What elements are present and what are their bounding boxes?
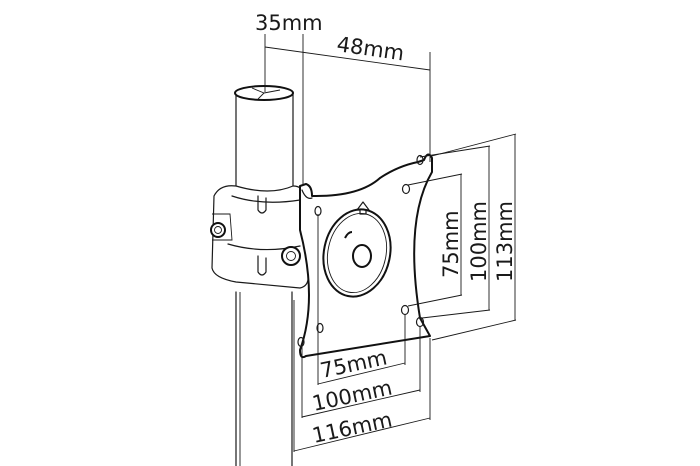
dimension-right [407,133,517,341]
tilt-disc [322,208,392,298]
upper-tube [234,85,294,193]
dimension-bottom [293,214,431,452]
clamp-bolt-left-icon [210,222,226,238]
clamp [210,185,314,297]
dim-35mm: 35mm [255,11,323,35]
dim-75mm-vertical: 75mm [439,210,463,278]
dim-113mm-vertical: 113mm [493,201,517,282]
vesa-plate [297,153,433,359]
dim-48mm: 48mm [335,32,405,65]
up-arrow-icon [356,201,370,215]
pole [235,291,293,466]
dimension-top [264,34,431,186]
clamp-bolt-right-icon [281,246,301,266]
dim-100mm-vertical: 100mm [467,201,491,282]
